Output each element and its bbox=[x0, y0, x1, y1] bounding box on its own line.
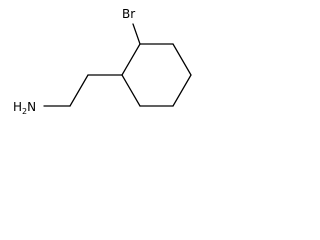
ring-bond-2 bbox=[172, 43, 192, 76]
ring-bond-3 bbox=[172, 74, 192, 107]
amine-label: H2N bbox=[13, 100, 36, 116]
ring-bond-5 bbox=[121, 74, 141, 107]
amine-subscript: 2 bbox=[22, 107, 27, 116]
bromine-label: Br bbox=[122, 7, 135, 21]
ring-bond-6 bbox=[121, 43, 141, 76]
chemical-structure: Br H2N bbox=[13, 7, 192, 116]
bromine-bond bbox=[132, 23, 141, 45]
chain-bond-2 bbox=[69, 74, 89, 107]
amine-n: N bbox=[27, 100, 36, 114]
amine-h: H bbox=[13, 100, 22, 114]
